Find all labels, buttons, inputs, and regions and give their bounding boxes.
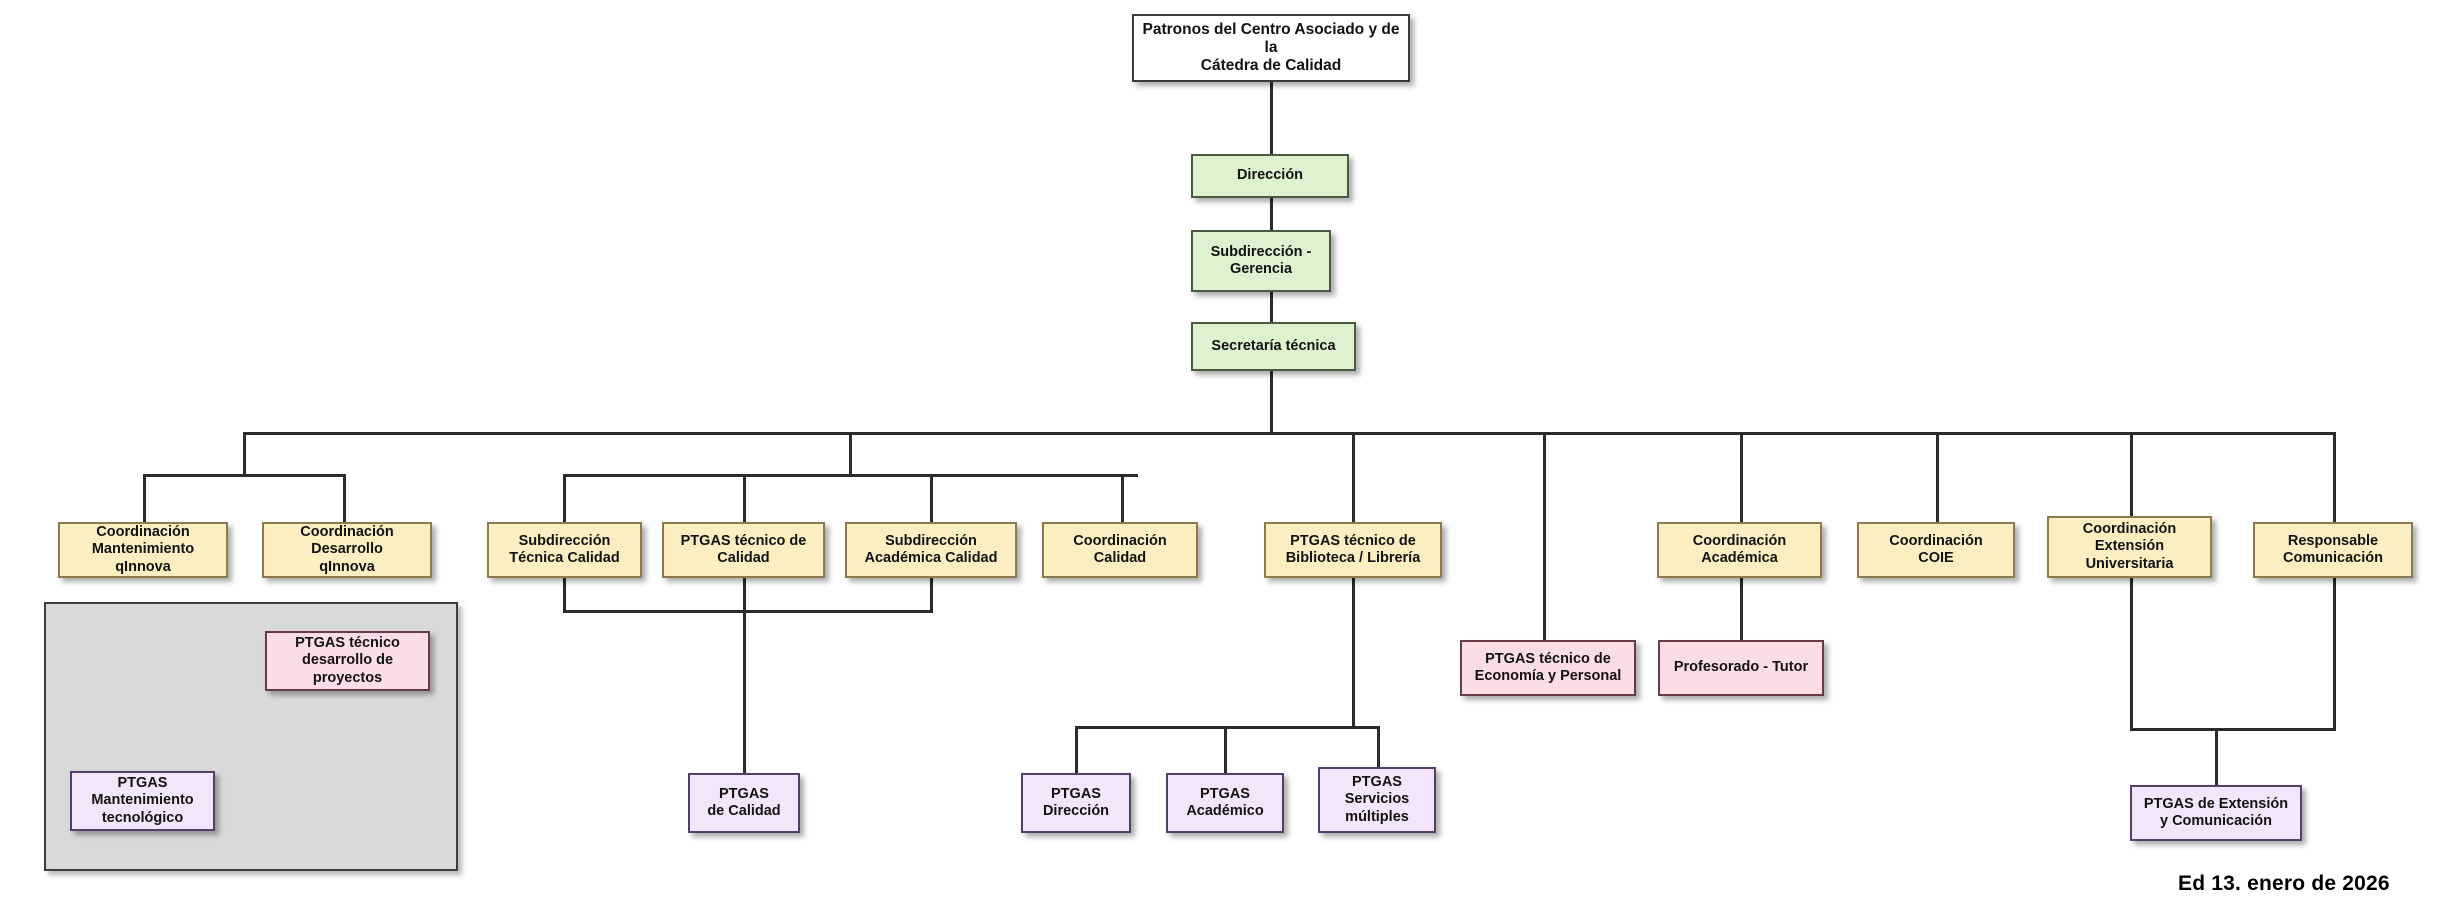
connector-to-coord-desarrollo: [343, 474, 346, 522]
node-ptgas-mantenimiento-tecnologico[interactable]: PTGAS Mantenimiento tecnológico: [70, 771, 215, 831]
node-coord-mantenimiento-qinnova[interactable]: Coordinación Mantenimiento qInnova: [58, 522, 228, 578]
node-coord-desarrollo-qinnova[interactable]: Coordinación Desarrollo qInnova: [262, 522, 432, 578]
connector-to-ptgas-direccion: [1075, 726, 1078, 773]
connector-coord-extension-down: [2130, 578, 2133, 730]
connector-biblioteca-down: [1352, 578, 1355, 728]
connector-to-subdireccion-academica: [930, 474, 933, 522]
calidad-sub-bar: [563, 474, 1138, 477]
node-subdireccion-academica-calidad[interactable]: Subdirección Académica Calidad: [845, 522, 1017, 578]
connector-to-ptgas-tecnico-calidad: [743, 474, 746, 522]
connector-direccion-subdireccion: [1270, 198, 1273, 230]
node-ptgas-servicios-multiples[interactable]: PTGAS Servicios múltiples: [1318, 767, 1436, 833]
connector-mainbar-economia: [1543, 432, 1546, 640]
qinnova-sub-bar: [143, 474, 346, 477]
calidad-join-bar: [563, 610, 933, 613]
node-coord-calidad[interactable]: Coordinación Calidad: [1042, 522, 1198, 578]
node-subdireccion-gerencia[interactable]: Subdirección - Gerencia: [1191, 230, 1331, 292]
node-ptgas-direccion[interactable]: PTGAS Dirección: [1021, 773, 1131, 833]
connector-subdireccion-secretaria: [1270, 292, 1273, 322]
connector-to-subdireccion-tecnica: [563, 474, 566, 522]
node-ptgas-tecnico-calidad[interactable]: PTGAS técnico de Calidad: [662, 522, 825, 578]
main-distribution-bar: [243, 432, 2333, 435]
node-ptgas-tecnico-desarrollo-proyectos[interactable]: PTGAS técnico desarrollo de proyectos: [265, 631, 430, 691]
node-ptgas-tecnico-biblioteca[interactable]: PTGAS técnico de Biblioteca / Librería: [1264, 522, 1442, 578]
connector-responsable-comunicacion-down: [2333, 578, 2336, 730]
node-responsable-comunicacion[interactable]: Responsable Comunicación: [2253, 522, 2413, 578]
connector-mainbar-responsable-comunicacion: [2333, 432, 2336, 522]
connector-mainbar-qinnova-group: [243, 432, 246, 476]
biblioteca-sub-bar: [1075, 726, 1380, 729]
node-ptgas-de-calidad[interactable]: PTGAS de Calidad: [688, 773, 800, 833]
connector-patronos-direccion: [1270, 82, 1273, 154]
connector-mainbar-calidad-group: [849, 432, 852, 476]
connector-to-ptgas-academico: [1224, 726, 1227, 773]
connector-mainbar-biblioteca: [1352, 432, 1355, 522]
node-subdireccion-tecnica-calidad[interactable]: Subdirección Técnica Calidad: [487, 522, 642, 578]
connector-mainbar-coord-extension: [2130, 432, 2133, 516]
connector-to-ptgas-servicios: [1377, 726, 1380, 773]
node-ptgas-tecnico-economia[interactable]: PTGAS técnico de Economía y Personal: [1460, 640, 1636, 696]
connector-mainbar-coord-coie: [1936, 432, 1939, 522]
connector-to-coord-mantenimiento: [143, 474, 146, 522]
node-ptgas-academico[interactable]: PTGAS Académico: [1166, 773, 1284, 833]
edition-footer: Ed 13. enero de 2026: [2178, 872, 2390, 895]
node-direccion[interactable]: Dirección: [1191, 154, 1349, 198]
node-coord-academica[interactable]: Coordinación Académica: [1657, 522, 1822, 578]
node-coord-extension-universitaria[interactable]: Coordinación Extensión Universitaria: [2047, 516, 2212, 578]
connector-subdireccion-academica-down: [930, 578, 933, 612]
connector-join-to-ptgas-extension: [2215, 728, 2218, 785]
connector-to-coord-calidad: [1121, 474, 1124, 522]
connector-mainbar-coord-academica: [1740, 432, 1743, 522]
connector-join-to-ptgas-de-calidad: [743, 610, 746, 773]
node-profesorado-tutor[interactable]: Profesorado - Tutor: [1658, 640, 1824, 696]
connector-secretaria-mainbar: [1270, 371, 1273, 433]
node-secretaria-tecnica[interactable]: Secretaría técnica: [1191, 322, 1356, 371]
connector-ptgas-tecnico-calidad-down: [743, 578, 746, 612]
node-ptgas-extension-comunicacion[interactable]: PTGAS de Extensión y Comunicación: [2130, 785, 2302, 841]
node-coord-coie[interactable]: Coordinación COIE: [1857, 522, 2015, 578]
node-patronos[interactable]: Patronos del Centro Asociado y de la Cát…: [1132, 14, 1410, 82]
connector-subdireccion-tecnica-down: [563, 578, 566, 612]
extension-join-bar: [2130, 728, 2336, 731]
connector-coord-academica-profesorado: [1740, 578, 1743, 640]
